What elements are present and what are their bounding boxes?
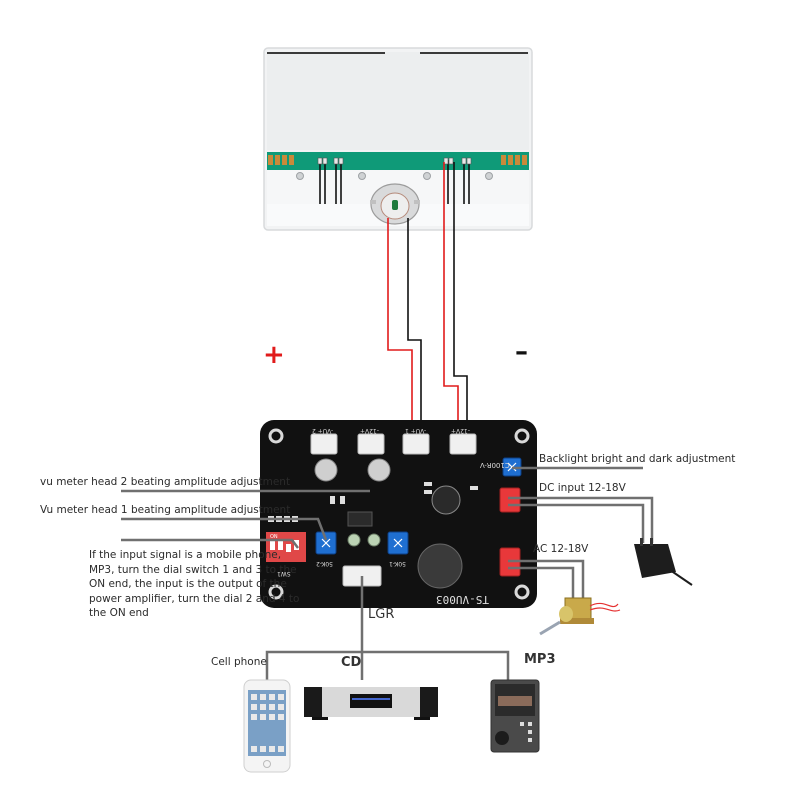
connector-12v-b-label: -12V+	[451, 427, 470, 434]
lamp-negative-wire	[407, 218, 422, 432]
connector-12v-a	[357, 433, 385, 455]
connector-dc-input	[499, 487, 521, 513]
pot-50k-1-label: 50K-1	[389, 560, 406, 567]
dc-power-adapter	[634, 538, 693, 586]
connector-12v-b	[449, 433, 477, 455]
meter-lamp	[370, 183, 420, 225]
pot-50k-2-label: 50K-2	[316, 560, 333, 567]
meter-positive-wire	[443, 162, 459, 432]
positive-sign: +	[263, 340, 285, 370]
mp3-label: MP3	[524, 652, 556, 667]
ac-transformer	[539, 597, 621, 636]
ac-input-label: AC 12-18V	[533, 543, 589, 555]
connector-vu2	[310, 433, 338, 455]
connector-vu1-label: -VU+ 1	[405, 427, 427, 434]
dip-switch-note: If the input signal is a mobile phone, M…	[89, 549, 300, 619]
meter-led-strip	[267, 152, 529, 170]
meter-wires	[387, 162, 468, 432]
vu-meter-head	[263, 47, 533, 231]
lamp-positive-wire	[387, 218, 413, 432]
cd-label: CD	[341, 655, 362, 670]
dc-input-label: DC input 12-18V	[539, 482, 626, 494]
leader-lines	[121, 466, 654, 706]
board-id-label: C100R-V	[480, 461, 510, 469]
ts-vu003-board	[260, 420, 537, 608]
negative-sign: –	[515, 337, 528, 367]
connector-12v-a-label: -12V+	[360, 427, 379, 434]
cell-phone-device	[243, 679, 291, 773]
backlight-adjust-label: Backlight bright and dark adjustment	[539, 453, 736, 465]
mp3-player-device	[490, 679, 540, 753]
switch-sw1-label: SW1	[277, 570, 291, 577]
switch-on-label: ON	[270, 534, 278, 540]
connector-vu1	[402, 433, 430, 455]
board-model-label: TS-VU003	[436, 593, 489, 606]
connector-vu2-label: -VU+ 2	[312, 427, 334, 434]
vu2-adjust-label: vu meter head 2 beating amplitude adjust…	[40, 476, 291, 488]
cd-player-device	[304, 687, 438, 720]
lgr-label: LGR	[368, 607, 395, 622]
vu1-adjust-label: Vu meter head 1 beating amplitude adjust…	[40, 504, 291, 516]
meter-negative-wire	[453, 162, 468, 432]
cell-phone-label: Cell phone	[211, 656, 267, 668]
